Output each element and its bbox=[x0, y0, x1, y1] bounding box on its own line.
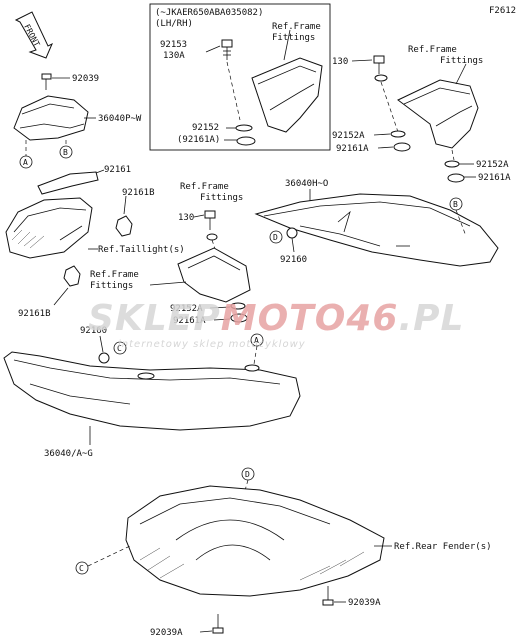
tail-cover-part bbox=[13, 95, 89, 141]
label-screw-bottom-right: 92039A bbox=[348, 598, 381, 608]
bolt-center-icon bbox=[204, 210, 218, 241]
svg-text:B: B bbox=[453, 200, 458, 209]
label-bolt-130-right: 130 bbox=[332, 57, 348, 67]
callout-a-upper: A bbox=[19, 155, 33, 169]
label-grommet-92160-right: 92160 bbox=[280, 255, 307, 265]
inset-bolt-code: 92153 bbox=[160, 40, 187, 50]
label-collar-92152a-far: 92152A bbox=[476, 160, 509, 170]
watermark-subtitle: internetowy sklep motocyklowy bbox=[118, 339, 306, 350]
callout-c-lower: C bbox=[75, 561, 89, 575]
grommet-92160-right-icon bbox=[286, 227, 298, 239]
svg-text:A: A bbox=[254, 336, 259, 345]
label-grommet-92161a-far: 92161A bbox=[478, 173, 511, 183]
grommet-right-icon bbox=[393, 142, 411, 152]
callout-c-middle: C bbox=[113, 341, 127, 355]
grommet-92161b-lower-icon bbox=[63, 265, 81, 287]
front-arrow-icon: FRONT bbox=[14, 11, 53, 59]
side-cover-part bbox=[254, 193, 499, 267]
label-screw-bottom: 92039A bbox=[150, 628, 183, 638]
watermark-accent: MOTO46 bbox=[221, 298, 399, 339]
inset-box: (~JKAER650ABA035082) (LH/RH) Ref.Frame F… bbox=[149, 3, 331, 151]
grommet-far-icon bbox=[447, 173, 465, 183]
label-collar-92152a-right: 92152A bbox=[332, 131, 365, 141]
label-collar-92152a-center: 92152A bbox=[170, 304, 203, 314]
screw-top-icon bbox=[41, 73, 52, 90]
svg-text:D: D bbox=[273, 233, 278, 242]
label-seat-cover: 36040/A~G bbox=[44, 449, 93, 459]
label-ref-rear-fender: Ref.Rear Fender(s) bbox=[394, 542, 492, 552]
inset-grommet: (92161A) bbox=[177, 135, 220, 145]
inset-model-range: (~JKAER650ABA035082) bbox=[155, 8, 263, 18]
label-ref-taillight: Ref.Taillight(s) bbox=[98, 245, 185, 255]
label-grommet-92161b-lower: 92161B bbox=[18, 309, 51, 319]
collar-right-icon bbox=[390, 130, 406, 138]
inset-ref-frame-line1: Ref.Frame bbox=[272, 22, 321, 32]
grommet-center-icon bbox=[230, 313, 248, 323]
svg-text:SKLEPMOTO46.PL: SKLEPMOTO46.PL bbox=[88, 298, 464, 339]
svg-text:C: C bbox=[117, 344, 122, 353]
label-screw-top: 92039 bbox=[72, 74, 99, 84]
label-right-ref-frame-line2: Fittings bbox=[440, 56, 483, 66]
label-grommet-92161b-upper: 92161B bbox=[122, 188, 155, 198]
grommet-92161b-upper-icon bbox=[115, 215, 133, 237]
inset-bolt-icon bbox=[221, 39, 233, 60]
inset-bracket bbox=[251, 57, 323, 133]
label-grommet-92160-left: 92160 bbox=[80, 326, 107, 336]
bracket-92161-part bbox=[37, 171, 99, 195]
watermark-suffix: .PL bbox=[398, 298, 464, 339]
label-grommet-92161a-center: 92161A bbox=[173, 316, 206, 326]
watermark: SKLEPMOTO46.PL internetowy sklep motocyk… bbox=[88, 298, 464, 350]
label-side-cover: 36040H~O bbox=[285, 179, 328, 189]
inset-bolt-variant: 130A bbox=[163, 51, 185, 61]
label-ref-frame-center-line1: Ref.Frame bbox=[90, 270, 139, 280]
screw-bottom-right-icon bbox=[322, 586, 334, 606]
inset-grommet-icon bbox=[236, 136, 256, 146]
right-bracket-part bbox=[397, 79, 479, 149]
label-right-ref-frame-line1: Ref.Frame bbox=[408, 45, 457, 55]
callout-d-upper: D bbox=[269, 230, 283, 244]
inset-side: (LH/RH) bbox=[155, 19, 193, 29]
screw-bottom-icon bbox=[212, 614, 224, 634]
callout-b-upper: B bbox=[59, 145, 73, 159]
label-bolt-130-center: 130 bbox=[178, 213, 194, 223]
svg-text:D: D bbox=[245, 470, 250, 479]
svg-text:B: B bbox=[63, 148, 68, 157]
diagram-code: F2612 bbox=[489, 6, 516, 16]
svg-text:C: C bbox=[79, 564, 84, 573]
inset-collar: 92152 bbox=[192, 123, 219, 133]
center-bracket-part bbox=[177, 247, 251, 303]
callout-d-lower: D bbox=[241, 467, 255, 481]
rear-fender-part bbox=[125, 485, 385, 597]
watermark-prefix: SKLEP bbox=[88, 298, 221, 339]
inset-ref-frame-line2: Fittings bbox=[272, 33, 315, 43]
collar-center-icon bbox=[230, 302, 246, 310]
label-cover-92161: 92161 bbox=[104, 165, 131, 175]
label-grommet-92161a-right: 92161A bbox=[336, 144, 369, 154]
label-ref-frame-mid-line1: Ref.Frame bbox=[180, 182, 229, 192]
callout-b-right: B bbox=[449, 197, 463, 211]
label-tail-cover: 36040P~W bbox=[98, 114, 142, 124]
bolt-right-icon bbox=[373, 55, 388, 82]
svg-text:A: A bbox=[23, 158, 28, 167]
grommet-92160-left-icon bbox=[98, 352, 110, 364]
inset-collar-icon bbox=[235, 124, 253, 132]
label-ref-frame-mid-line2: Fittings bbox=[200, 193, 243, 203]
label-ref-frame-center-line2: Fittings bbox=[90, 281, 133, 291]
seat-cover-part bbox=[3, 351, 301, 431]
collar-far-icon bbox=[444, 160, 460, 168]
